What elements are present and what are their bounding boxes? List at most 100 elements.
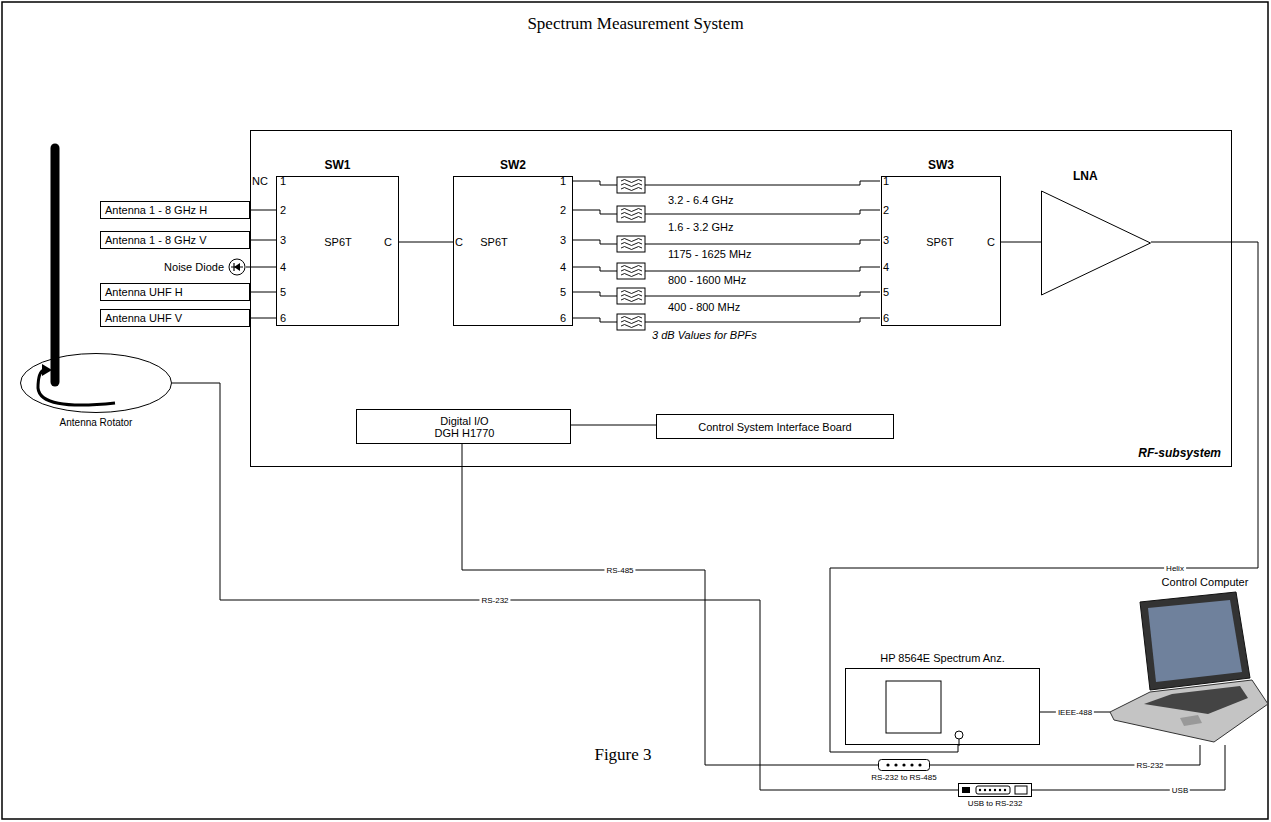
pin-number: 1 — [560, 175, 566, 187]
adapter-pin — [989, 789, 991, 791]
band-label: 3.2 - 6.4 GHz — [668, 194, 733, 206]
antenna-mast — [51, 148, 60, 382]
screw-block — [1015, 786, 1027, 794]
adapter-pin — [999, 789, 1001, 791]
filter-wire — [572, 240, 617, 244]
adapter-pin — [918, 763, 921, 766]
filter-wave — [621, 270, 642, 273]
pin-number: 4 — [560, 261, 566, 273]
laptop-screen — [1148, 600, 1242, 682]
filter-wire — [645, 318, 880, 322]
antenna-box: Antenna UHF V — [100, 309, 250, 327]
spectrum-analyzer: HP 8564E Spectrum Anz. — [845, 668, 1040, 745]
adapter-pin — [886, 763, 889, 766]
filter-wire — [645, 267, 880, 271]
pin-number: 1 — [883, 175, 889, 187]
adapter-pin — [984, 789, 986, 791]
diode-triangle — [234, 263, 240, 271]
cable-label: USB — [1170, 786, 1190, 795]
band-label: 1175 - 1625 MHz — [668, 248, 752, 260]
bandpass-filter — [617, 263, 645, 279]
switch-type: SP6T — [298, 236, 378, 248]
serial-plug — [976, 786, 1010, 794]
pin-number: 6 — [280, 312, 286, 324]
switch-name: SW3 — [882, 158, 1000, 172]
filter-wire — [572, 181, 617, 185]
filter-wave — [621, 321, 642, 324]
pin-number: 3 — [883, 234, 889, 246]
diagram-title: Spectrum Measurement System — [0, 14, 1271, 34]
bandpass-filter — [617, 236, 645, 252]
noise-diode: Noise Diode — [160, 258, 246, 276]
cable-line — [1001, 242, 1041, 243]
cable-label: RS-232 — [1134, 761, 1165, 770]
adapter-pin — [979, 789, 981, 791]
filter-wave — [621, 295, 642, 298]
filter-wave — [621, 239, 642, 242]
bandpass-filter — [617, 314, 645, 330]
adapter-pin — [910, 763, 913, 766]
pin-number: 2 — [280, 204, 286, 216]
bandpass-filter — [617, 206, 645, 222]
cable-line — [250, 292, 276, 293]
subsystem-label: RF-subsystem — [1138, 446, 1221, 460]
switch-box: SW2SP6T — [453, 176, 573, 326]
amplifier-name: LNA — [1073, 169, 1098, 183]
pin-number: 6 — [560, 312, 566, 324]
pin-number: 2 — [883, 204, 889, 216]
box-text: Control System Interface Board — [657, 421, 893, 433]
cable-line — [1032, 745, 1225, 790]
antenna-box: Antenna 1 - 8 GHz H — [100, 201, 250, 219]
filter-wave — [621, 247, 642, 250]
adapter-pin — [994, 789, 996, 791]
pin-number: 5 — [883, 286, 889, 298]
adapter-pin — [1004, 789, 1006, 791]
filter-wire — [572, 267, 617, 271]
adapter-label: USB to RS-232 — [928, 799, 1062, 808]
filter-wave — [621, 217, 642, 220]
rotator-symbol — [20, 353, 172, 413]
cable-line — [399, 242, 453, 243]
rotator-ellipse — [21, 354, 172, 413]
laptop-base — [1110, 680, 1268, 742]
cable-line — [462, 444, 878, 765]
filter-wave — [621, 325, 642, 328]
pin-number: 3 — [560, 234, 566, 246]
rf-input-connector — [955, 731, 963, 739]
cable-label: RS-232 — [479, 596, 510, 605]
switch-box: SW3SP6T — [881, 176, 1001, 326]
cable-label: IEEE-488 — [1056, 708, 1094, 717]
rotation-arrowhead — [42, 364, 52, 376]
adapter-pin — [902, 763, 905, 766]
switch-type: SP6T — [454, 236, 534, 248]
amplifier-triangle — [1042, 191, 1151, 295]
pin-number: 4 — [883, 261, 889, 273]
pin-number: 4 — [280, 261, 286, 273]
filter-wave — [621, 299, 642, 302]
switch-name: SW2 — [454, 158, 572, 172]
laptop-drawing — [1110, 592, 1268, 745]
adapter-label: RS-232 to RS-485 — [838, 773, 970, 782]
filter-group — [572, 177, 880, 330]
figure-caption: Figure 3 — [0, 745, 1246, 765]
filter-wire — [645, 292, 880, 296]
box-text: Digital I/O DGH H1770 — [433, 415, 497, 439]
box-text: Antenna UHF H — [105, 286, 183, 298]
diode-circle — [229, 259, 245, 275]
rf-subsystem: RF-subsystemSW1SP6TSW2SP6TSW3SP6TLNADigi… — [250, 130, 1232, 467]
cable-line — [172, 383, 958, 790]
bandpass-filter — [617, 177, 645, 193]
control-computer: Control Computer — [1110, 592, 1268, 745]
lna-amplifier: LNA — [1041, 169, 1151, 296]
bandpass-filter — [617, 288, 645, 304]
antenna-rotator: Antenna Rotator — [20, 353, 172, 413]
adapter-body — [959, 784, 1032, 797]
rotation-arrow — [38, 370, 115, 405]
band-label: 400 - 800 MHz — [668, 301, 740, 313]
adapter-pin — [894, 763, 897, 766]
box-text: Antenna UHF V — [105, 312, 182, 324]
filter-wave — [621, 184, 642, 187]
